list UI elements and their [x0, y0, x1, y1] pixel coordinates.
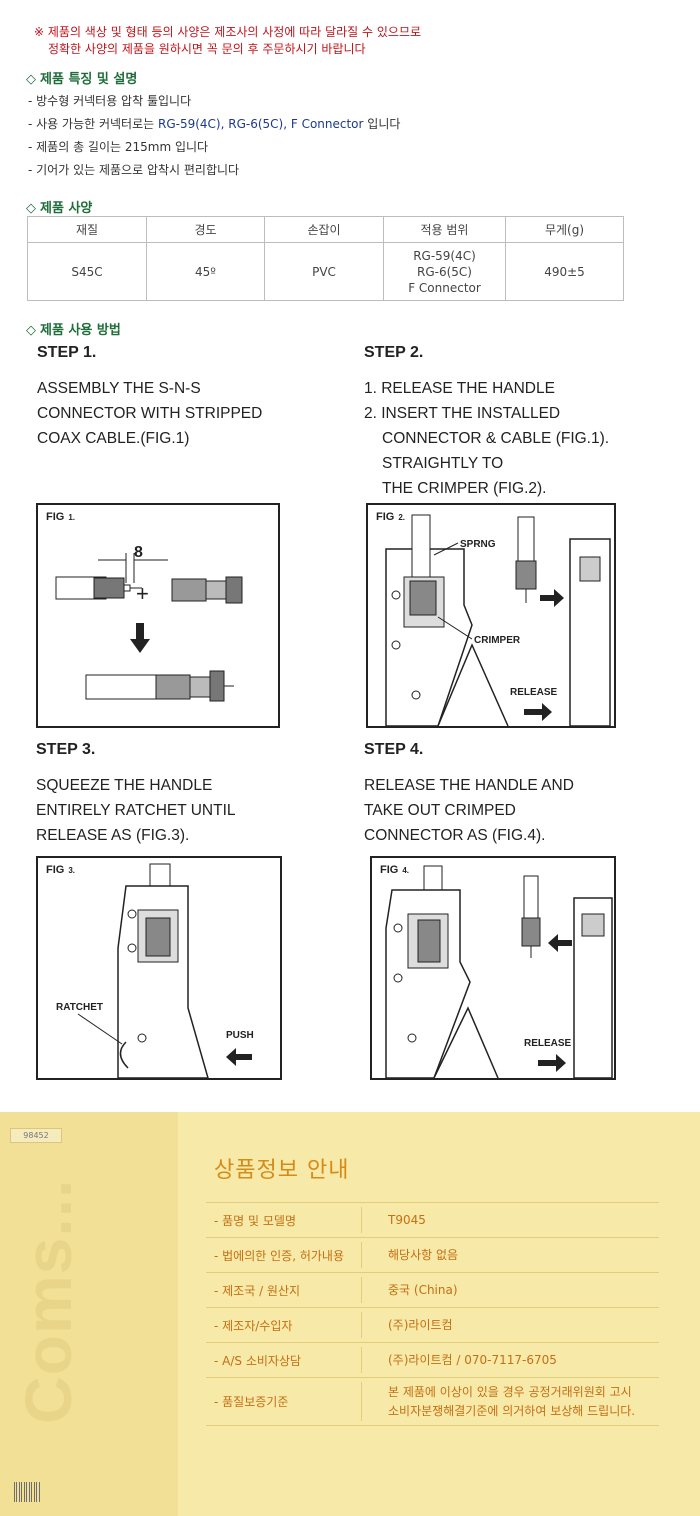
product-code-badge: 98452: [10, 1128, 62, 1143]
usage-section-title: ◇제품 사용 방법: [26, 323, 121, 338]
info-title: 상품정보 안내: [214, 1158, 350, 1183]
brand-sidebar: 98452 Coms...: [0, 1112, 178, 1516]
release-label: RELEASE: [510, 687, 558, 698]
connector-types: RG-59(4C), RG-6(5C), F Connector: [158, 117, 364, 131]
step-heading: STEP 1.: [37, 344, 97, 361]
figure-1-drawing: 8 +: [55, 544, 243, 702]
left-arrow-icon: [226, 1048, 252, 1066]
crimper-label: CRIMPER: [474, 635, 521, 646]
barcode-icon: [14, 1482, 40, 1502]
spec-handle: PVC: [264, 242, 384, 301]
notice-line-2: 정확한 사양의 제품을 원하시면 꼭 문의 후 주문하시기 바랍니다: [48, 42, 366, 56]
step-heading: STEP 2.: [364, 344, 424, 361]
spec-header: 경도: [146, 216, 265, 243]
ratchet-label: RATCHET: [56, 1002, 103, 1013]
features-section-title: ◇제품 특징 및 설명: [26, 72, 138, 87]
spec-table: 재질 경도 손잡이 적용 범위 무게(g) S45C 45º PVC RG-59…: [27, 216, 624, 301]
spec-weight: 490±5: [505, 242, 624, 301]
feature-item: - 사용 가능한 커넥터로는 RG-59(4C), RG-6(5C), F Co…: [28, 117, 401, 131]
feature-item: - 방수형 커넥터용 압착 툴입니다: [28, 94, 192, 108]
spec-hardness: 45º: [146, 242, 265, 301]
release-label: RELEASE: [524, 1038, 572, 1049]
feature-item: - 제품의 총 길이는 215mm 입니다: [28, 140, 209, 154]
right-arrow-icon: [540, 589, 564, 607]
down-arrow-icon: [130, 639, 150, 653]
notice-line-1: ※ 제품의 색상 및 형태 등의 사양은 제조사의 사정에 따라 달라질 수 있…: [34, 25, 422, 39]
spec-header: 손잡이: [264, 216, 384, 243]
spec-header: 적용 범위: [383, 216, 506, 243]
diamond-icon: ◇: [26, 323, 36, 338]
diamond-icon: ◇: [26, 201, 36, 216]
figure-2-drawing: SPRNG CRIMPER RELEASE: [385, 514, 611, 726]
plus-sign: +: [136, 581, 149, 606]
step-heading: STEP 4.: [364, 741, 424, 758]
figure-4-drawing: RELEASE: [385, 865, 613, 1078]
spec-header: 무게(g): [505, 216, 624, 243]
info-row: - A/S 소비자상담(주)라이트컴 / 070-7117-6705: [206, 1342, 659, 1377]
spec-material: S45C: [27, 242, 147, 301]
right-arrow-icon: [524, 703, 552, 721]
diamond-icon: ◇: [26, 72, 36, 87]
spec-range: RG-59(4C) RG-6(5C) F Connector: [383, 242, 506, 301]
spring-label: SPRNG: [460, 539, 496, 550]
figure-3-drawing: RATCHET PUSH: [56, 863, 254, 1078]
info-row: - 제조자/수입자(주)라이트컴: [206, 1307, 659, 1342]
step-heading: STEP 3.: [36, 741, 96, 758]
right-arrow-icon: [538, 1054, 566, 1072]
spec-header: 재질: [27, 216, 147, 243]
feature-item: - 기어가 있는 제품으로 압착시 편리합니다: [28, 163, 240, 177]
features-list: - 방수형 커넥터용 압착 툴입니다 - 사용 가능한 커넥터로는 RG-59(…: [28, 90, 400, 182]
push-label: PUSH: [226, 1030, 254, 1041]
brand-watermark: Coms...: [11, 1178, 85, 1424]
strip-length-label: 8: [134, 544, 143, 561]
left-arrow-icon: [548, 934, 572, 952]
notice: ※ 제품의 색상 및 형태 등의 사양은 제조사의 사정에 따라 달라질 수 있…: [34, 24, 421, 58]
spec-section-title: ◇제품 사양: [26, 201, 93, 216]
